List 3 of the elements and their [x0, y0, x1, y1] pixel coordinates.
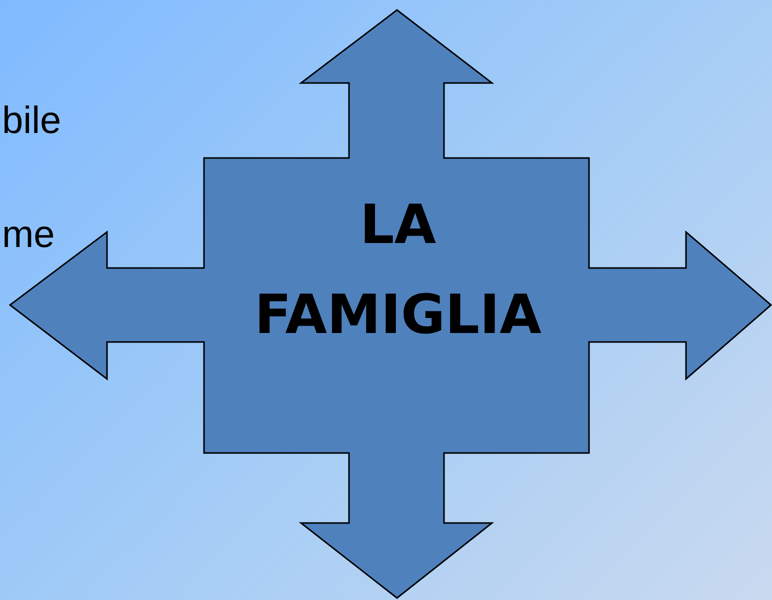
text-fragment: bile: [2, 102, 62, 140]
center-title: LA FAMIGLIA: [254, 192, 542, 348]
text-fragment: me: [2, 216, 55, 254]
